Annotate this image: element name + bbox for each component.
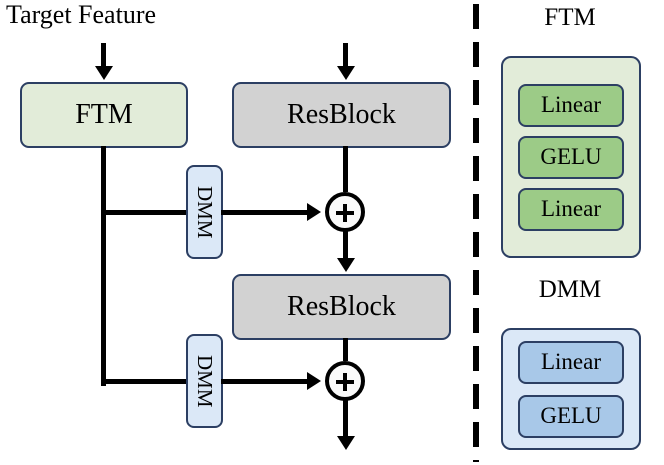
arrow-right-icon-add-2: [307, 372, 321, 390]
legend-dmm-layer-linear: Linear: [518, 340, 624, 384]
arrow-down-icon-ftm-input: [94, 66, 113, 80]
node-resblock-2-label: ResBlock: [287, 291, 396, 322]
node-dmm-2-label: DMM: [193, 354, 217, 408]
wire-resblock-1-to-add-1: [343, 146, 348, 192]
legend-ftm-panel: Linear GELU Linear: [501, 56, 641, 258]
plus-icon-2-vertical: [343, 373, 347, 391]
output-wire: [343, 400, 348, 440]
node-resblock-1-label: ResBlock: [287, 99, 396, 130]
legend-dmm-layer-gelu: GELU: [518, 394, 624, 438]
skip-wire-1-in: [101, 209, 189, 215]
arrow-down-icon-resblock-1-input: [336, 66, 355, 80]
dashed-divider-icon: [473, 4, 479, 462]
skip-wire-2-out: [221, 378, 313, 384]
legend-ftm-layer-gelu: GELU: [518, 135, 624, 179]
legend-dmm-title: DMM: [538, 276, 602, 303]
adder-1[interactable]: [325, 192, 365, 232]
skip-wire-2-in: [101, 378, 189, 384]
plus-icon-1-vertical: [343, 204, 347, 222]
arrow-down-icon-output: [336, 436, 355, 450]
arrow-down-icon-resblock-2-input: [336, 258, 355, 272]
wire-resblock-2-to-add-2: [343, 338, 348, 361]
node-resblock-2[interactable]: ResBlock: [232, 274, 451, 340]
input-wire-ftm: [101, 43, 106, 70]
wire-add-1-to-resblock-2: [343, 231, 348, 263]
node-dmm-2[interactable]: DMM: [186, 334, 223, 428]
adder-2[interactable]: [325, 361, 365, 401]
node-dmm-1-label: DMM: [193, 185, 217, 239]
legend-ftm-layer-linear-1: Linear: [518, 83, 624, 127]
node-ftm-label: FTM: [75, 99, 133, 130]
node-dmm-1[interactable]: DMM: [186, 165, 223, 259]
skip-wire-1-out: [221, 209, 313, 215]
legend-dmm-panel: Linear GELU: [501, 328, 641, 450]
page-title: Target Feature: [6, 0, 157, 29]
skip-bus-vertical: [101, 146, 106, 386]
input-wire-resblock-1: [343, 43, 348, 70]
node-ftm[interactable]: FTM: [20, 82, 188, 148]
node-resblock-1[interactable]: ResBlock: [232, 82, 451, 148]
legend-ftm-title: FTM: [544, 4, 596, 31]
legend-ftm-layer-linear-2: Linear: [518, 187, 624, 231]
arrow-right-icon-add-1: [307, 203, 321, 221]
